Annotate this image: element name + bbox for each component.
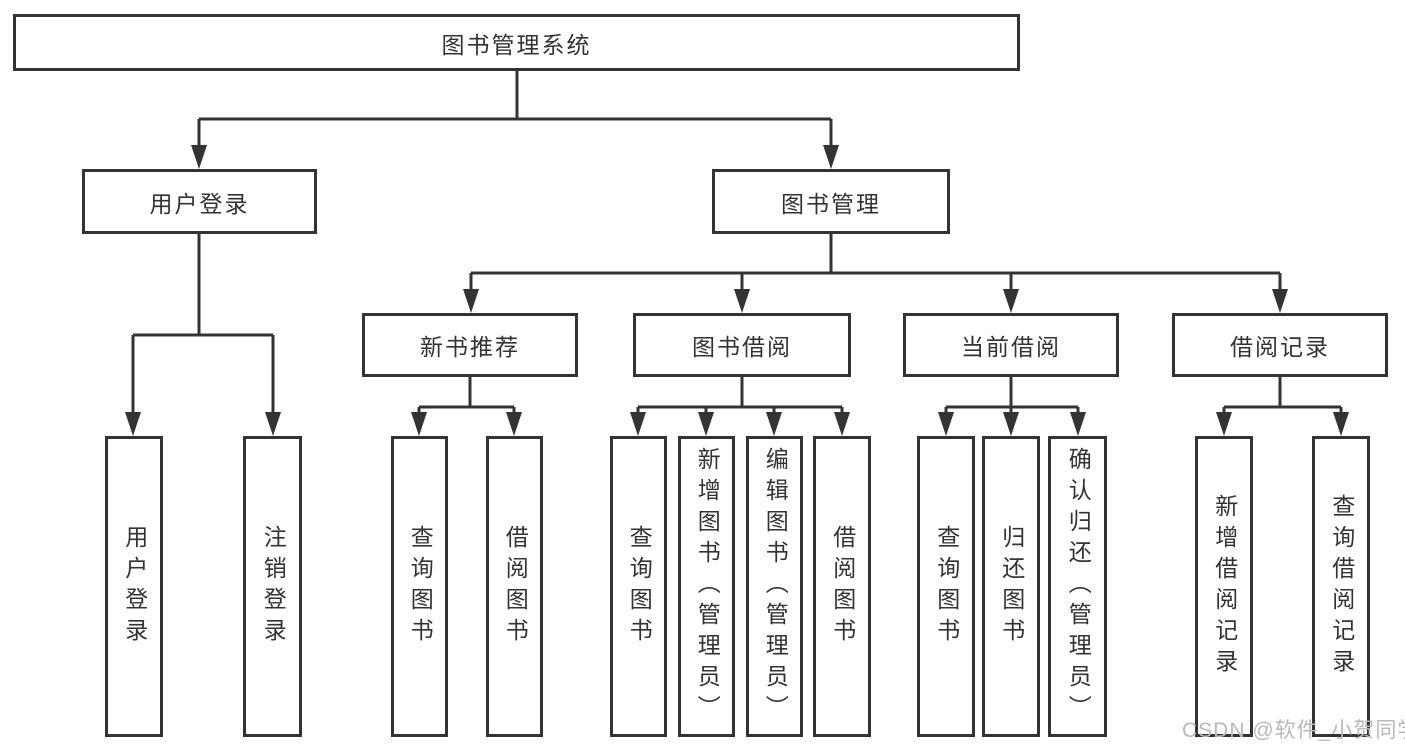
node-new-book-rec-label: 新书推荐 [420, 334, 520, 360]
arrowhead-icon [191, 145, 207, 169]
arrowhead-icon [630, 412, 646, 436]
leaf-cb-return-book: 归还图书 [982, 436, 1040, 737]
csdn-watermark: CSDN @软件_小贺同学 [1182, 719, 1405, 742]
arrowhead-icon [125, 412, 141, 436]
leaf-br-query-record: 查询借阅记录 [1312, 436, 1370, 737]
leaf-nb-query-book: 查询图书 [391, 436, 448, 737]
leaf-bb-add-book-label: 新增图书（管理员） [694, 447, 721, 726]
arrowhead-icon [823, 145, 839, 169]
leaf-bb-edit-book-label: 编辑图书（管理员） [762, 447, 789, 726]
leaf-bb-add-book: 新增图书（管理员） [678, 436, 735, 737]
connector-book-borrow-to-leaves [636, 377, 844, 414]
leaf-user-login-label: 用户登录 [121, 524, 148, 649]
arrowhead-icon [1003, 412, 1019, 436]
leaf-cb-query-book: 查询图书 [917, 436, 975, 737]
leaf-cb-return-book-label: 归还图书 [998, 524, 1025, 649]
node-book-mgmt: 图书管理 [712, 169, 950, 234]
connector-root-to-level2 [197, 70, 833, 148]
arrowheads [125, 145, 1349, 436]
arrowhead-icon [766, 412, 782, 436]
leaf-br-query-record-label: 查询借阅记录 [1328, 493, 1355, 680]
leaf-nb-query-book-label: 查询图书 [407, 524, 434, 649]
node-borrow-record-label: 借阅记录 [1230, 334, 1330, 360]
connector-current-borrow-to-leaves [944, 377, 1080, 414]
node-book-mgmt-label: 图书管理 [781, 190, 881, 217]
leaf-cb-confirm-return-label: 确认归还（管理员） [1065, 447, 1092, 726]
arrowhead-icon [1333, 412, 1349, 436]
arrowhead-icon [506, 412, 522, 436]
leaf-cb-query-book-label: 查询图书 [933, 524, 960, 649]
leaf-bb-query-book-label: 查询图书 [626, 524, 653, 649]
leaf-nb-borrow-book-label: 借阅图书 [502, 524, 529, 649]
leaf-bb-borrow-book: 借阅图书 [813, 436, 871, 737]
connector-new-book-rec-to-leaves [417, 377, 516, 414]
arrowhead-icon [411, 412, 427, 436]
leaf-bb-edit-book: 编辑图书（管理员） [746, 436, 803, 737]
connector-book-mgmt-to-level3 [469, 234, 1282, 291]
arrowhead-icon [834, 412, 850, 436]
node-root: 图书管理系统 [13, 14, 1020, 71]
arrowhead-icon [1216, 412, 1232, 436]
leaf-cb-confirm-return: 确认归还（管理员） [1048, 436, 1107, 737]
node-book-borrow-label: 图书借阅 [692, 334, 792, 360]
arrowhead-icon [265, 412, 281, 436]
node-new-book-rec: 新书推荐 [362, 313, 578, 377]
arrowhead-icon [1003, 289, 1019, 313]
arrowhead-icon [1272, 289, 1288, 313]
node-root-label: 图书管理系统 [441, 31, 592, 58]
arrowhead-icon [938, 412, 954, 436]
connector-user-login-to-leaves [131, 233, 275, 414]
connector-lines [131, 70, 1343, 414]
arrowhead-icon [698, 412, 714, 436]
leaf-logout: 注销登录 [243, 436, 302, 737]
node-user-login-label: 用户登录 [149, 190, 250, 217]
arrowhead-icon [734, 289, 750, 313]
leaf-br-add-record: 新增借阅记录 [1195, 436, 1253, 737]
arrowhead-icon [463, 289, 479, 313]
leaf-logout-label: 注销登录 [260, 524, 287, 649]
arrowhead-icon [1070, 412, 1086, 436]
leaf-nb-borrow-book: 借阅图书 [486, 436, 543, 737]
connector-borrow-record-to-leaves [1222, 377, 1343, 414]
node-borrow-record: 借阅记录 [1172, 313, 1388, 377]
node-current-borrow-label: 当前借阅 [961, 334, 1061, 360]
leaf-user-login: 用户登录 [105, 436, 163, 737]
leaf-br-add-record-label: 新增借阅记录 [1211, 493, 1238, 680]
node-user-login: 用户登录 [82, 169, 317, 234]
leaf-bb-query-book: 查询图书 [610, 436, 667, 737]
node-current-borrow: 当前借阅 [903, 313, 1119, 377]
node-book-borrow: 图书借阅 [633, 313, 851, 377]
leaf-bb-borrow-book-label: 借阅图书 [829, 524, 856, 649]
